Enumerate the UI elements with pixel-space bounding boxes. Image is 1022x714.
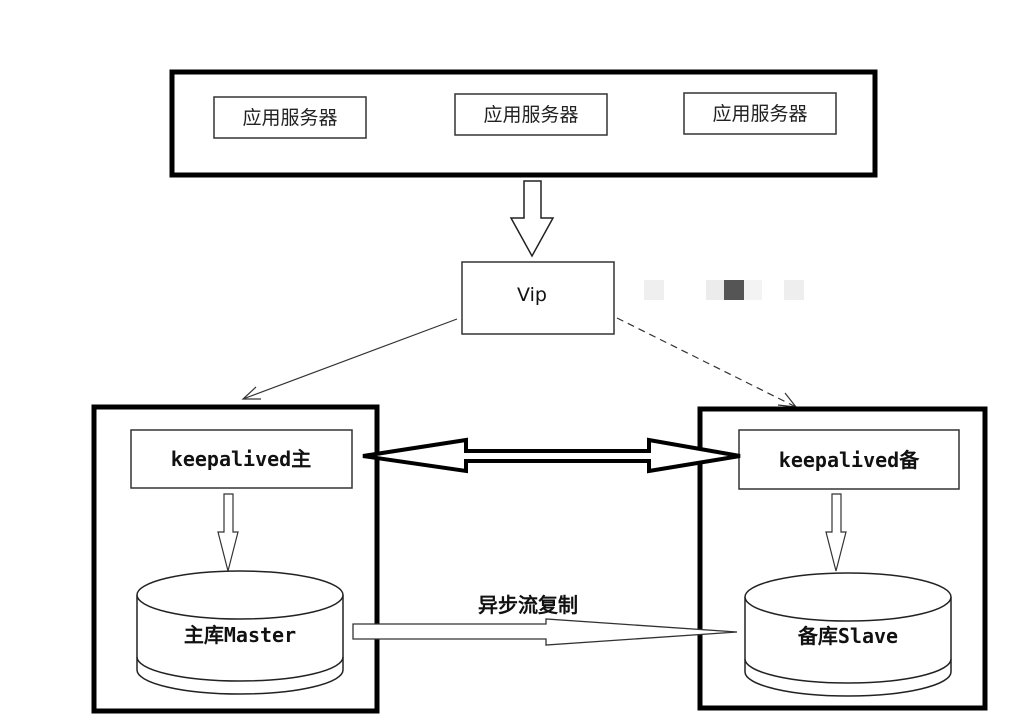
master-db-label: 主库Master	[184, 623, 296, 647]
redacted-mark-5	[784, 280, 804, 300]
redacted-mark-4	[744, 280, 762, 300]
master-node: keepalived主 主库Master	[91, 404, 380, 714]
keepalived-heartbeat-arrow	[362, 437, 741, 474]
vip-to-master-arrow	[241, 318, 458, 400]
app-server-2: 应用服务器	[454, 93, 608, 136]
keepalived-slave-label: keepalived备	[779, 448, 920, 472]
keepalived-master-box	[130, 429, 353, 489]
vip-to-slave-arrow	[616, 317, 798, 408]
app-server-2-box	[454, 93, 608, 136]
slave-db-label: 备库Slave	[797, 624, 898, 648]
redacted-mark-2	[706, 280, 724, 300]
redacted-mark-1	[644, 280, 664, 300]
vip-label: Vip	[517, 284, 547, 306]
app-server-3: 应用服务器	[683, 92, 837, 135]
app-server-3-label: 应用服务器	[712, 103, 807, 125]
keepalived-slave-box	[738, 429, 960, 490]
vip-box	[461, 261, 615, 335]
app-server-2-label: 应用服务器	[483, 104, 578, 126]
keepalived-to-master-db-arrow	[217, 493, 239, 572]
redacted-mark-3	[724, 280, 744, 300]
replication-label: 异步流复制	[478, 593, 578, 617]
slave-node: keepalived备 备库Slave	[697, 406, 988, 711]
replication-arrow	[352, 618, 738, 646]
app-server-1-label: 应用服务器	[242, 107, 337, 129]
app-server-3-box	[683, 92, 837, 135]
slave-db-cylinder	[744, 572, 952, 697]
servers-to-vip-arrow	[509, 180, 555, 258]
vip-node: Vip	[461, 261, 615, 335]
keepalived-master-label: keepalived主	[171, 447, 311, 471]
app-server-group: 应用服务器 应用服务器 应用服务器	[169, 69, 878, 178]
master-db-cylinder	[136, 570, 344, 695]
keepalived-to-slave-db-arrow	[825, 493, 847, 572]
app-server-1-box	[213, 96, 367, 139]
app-server-1: 应用服务器	[213, 96, 367, 139]
redacted-marks	[644, 280, 804, 300]
